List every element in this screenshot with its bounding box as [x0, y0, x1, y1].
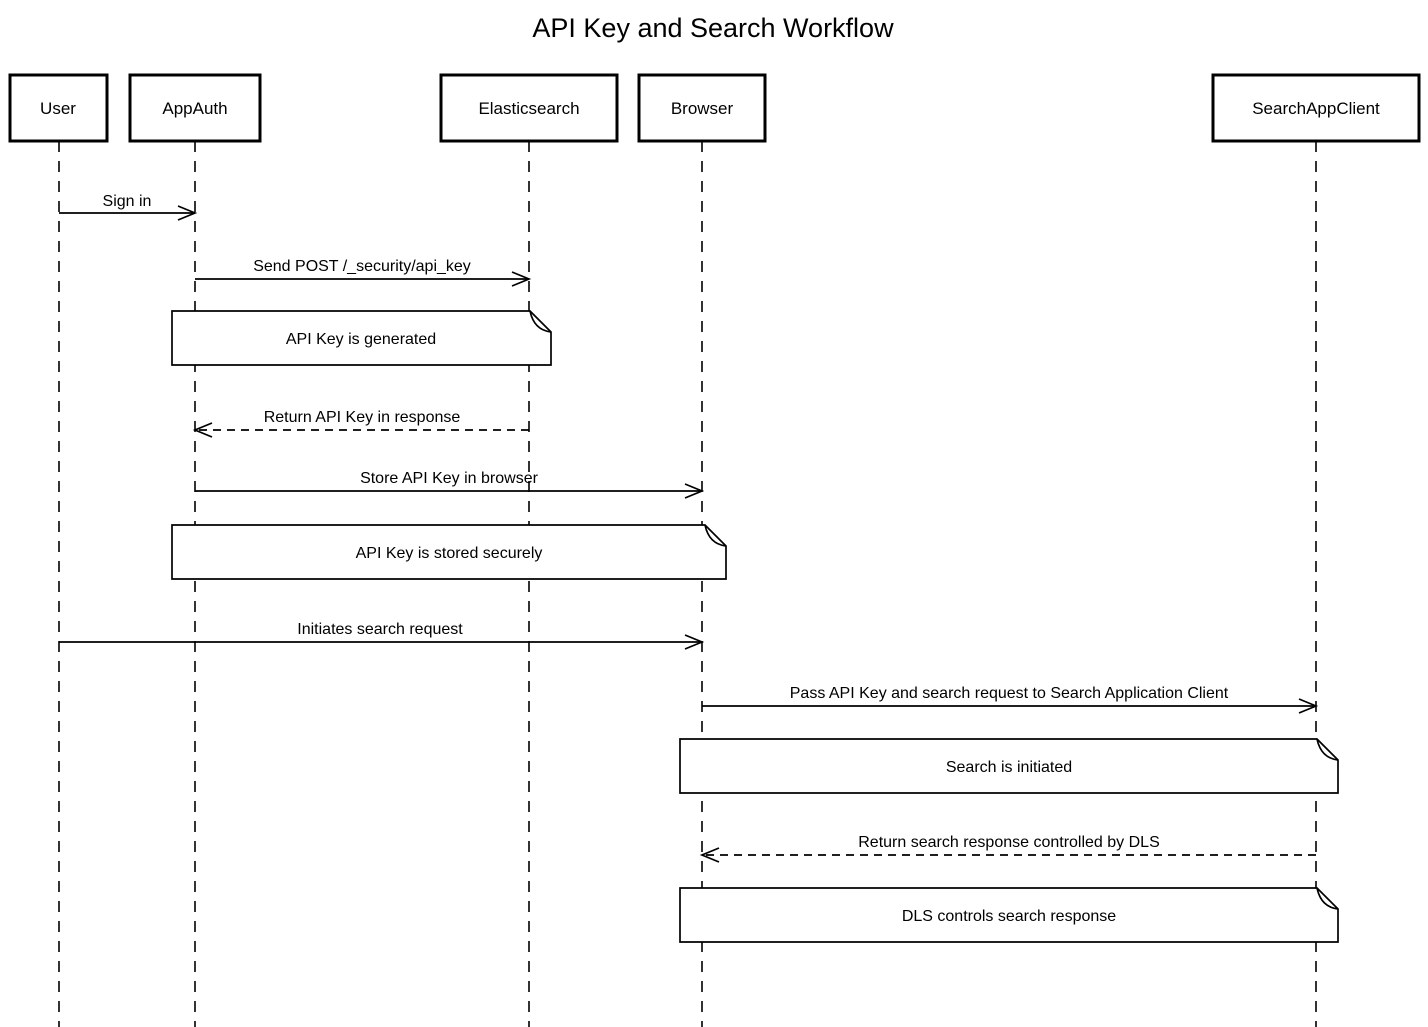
arrowhead-right-icon: [684, 483, 705, 499]
message-pass-api-key: Pass API Key and search request to Searc…: [702, 685, 1319, 714]
note-fold-icon: [1316, 738, 1339, 761]
note-api-key-generated: API Key is generated: [171, 310, 552, 366]
note-search-initiated-box: [679, 738, 1339, 794]
note-search-initiated: Search is initiated: [679, 738, 1339, 794]
note-api-key-generated-label: API Key is generated: [286, 331, 436, 348]
arrowhead-right-icon: [1298, 698, 1319, 714]
message-pass-api-key-label: Pass API Key and search request to Searc…: [790, 685, 1229, 702]
message-sign-in-label: Sign in: [103, 193, 152, 210]
participant-appauth-label: AppAuth: [162, 99, 227, 118]
note-api-key-stored: API Key is stored securely: [171, 524, 727, 580]
participant-searchappclient: SearchAppClient: [1211, 73, 1421, 143]
message-return-api-key: Return API Key in response: [192, 409, 529, 438]
participant-user-box: [8, 73, 109, 143]
participant-browser-box: [637, 73, 767, 143]
message-return-search-response-label: Return search response controlled by DLS: [858, 834, 1160, 851]
participant-user: User: [8, 73, 109, 143]
participant-searchappclient-box: [1211, 73, 1421, 143]
participant-searchappclient-label: SearchAppClient: [1252, 99, 1380, 118]
message-initiates-search-label: Initiates search request: [297, 621, 463, 638]
note-dls-controls-box: [679, 887, 1339, 943]
arrowhead-right-icon: [511, 271, 532, 287]
note-fold-icon: [704, 524, 727, 547]
message-sign-in: Sign in: [59, 193, 198, 221]
message-send-post: Send POST /_security/api_key: [195, 258, 532, 287]
participant-elasticsearch-box: [439, 73, 619, 143]
note-api-key-generated-box: [171, 310, 552, 366]
message-initiates-search: Initiates search request: [59, 621, 705, 650]
arrowhead-left-icon: [192, 422, 213, 438]
participant-browser: Browser: [637, 73, 767, 143]
message-return-api-key-label: Return API Key in response: [264, 409, 461, 426]
note-search-initiated-label: Search is initiated: [946, 759, 1072, 776]
message-send-post-label: Send POST /_security/api_key: [253, 258, 471, 275]
note-dls-controls: DLS controls search response: [679, 887, 1339, 943]
message-store-api-key: Store API Key in browser: [195, 470, 705, 499]
note-api-key-stored-box: [171, 524, 727, 580]
arrowhead-right-icon: [177, 205, 198, 221]
message-return-search-response: Return search response controlled by DLS: [699, 834, 1316, 863]
note-fold-icon: [529, 310, 552, 333]
participant-user-label: User: [40, 99, 76, 118]
participant-appauth: AppAuth: [128, 73, 262, 143]
note-api-key-stored-label: API Key is stored securely: [356, 545, 543, 562]
arrowhead-right-icon: [684, 634, 705, 650]
participant-elasticsearch: Elasticsearch: [439, 73, 619, 143]
participant-browser-label: Browser: [671, 99, 734, 118]
message-store-api-key-label: Store API Key in browser: [360, 470, 539, 487]
arrowhead-left-icon: [699, 847, 720, 863]
diagram-title: API Key and Search Workflow: [532, 13, 894, 43]
participant-elasticsearch-label: Elasticsearch: [478, 99, 579, 118]
participant-appauth-box: [128, 73, 262, 143]
note-dls-controls-label: DLS controls search response: [902, 908, 1116, 925]
note-fold-icon: [1316, 887, 1339, 910]
